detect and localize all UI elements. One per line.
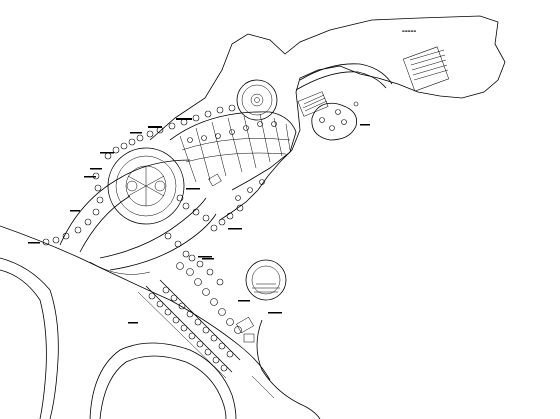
terrace-fan <box>169 111 297 191</box>
tree-row-upper <box>104 104 236 160</box>
tree-row-terrace-top <box>187 121 277 201</box>
parking-block <box>402 46 450 92</box>
tree-row-left <box>42 172 104 246</box>
shrub-clusters <box>176 254 242 334</box>
round-pavilion <box>245 259 287 301</box>
access-road <box>299 63 393 85</box>
main-road-edge-upper <box>0 225 271 381</box>
central-circular-garden <box>107 147 185 225</box>
oval-island <box>311 101 359 141</box>
lower-curve-road <box>89 342 237 419</box>
hatched-structure-right <box>297 91 329 117</box>
diagonal-tree-avenue <box>137 279 241 379</box>
annotation-marks <box>28 118 370 324</box>
curved-walkway-outer <box>59 159 191 246</box>
tree-row-middle <box>164 194 244 258</box>
pond-edge <box>256 319 321 419</box>
small-structures <box>208 173 255 343</box>
top-right-label-mark: ▬▬▬▬▬ <box>402 29 416 33</box>
curved-walkway-inner <box>79 195 131 253</box>
circular-plaza <box>236 79 278 121</box>
site-boundary <box>149 15 506 221</box>
main-road-edge-lower <box>0 257 59 419</box>
